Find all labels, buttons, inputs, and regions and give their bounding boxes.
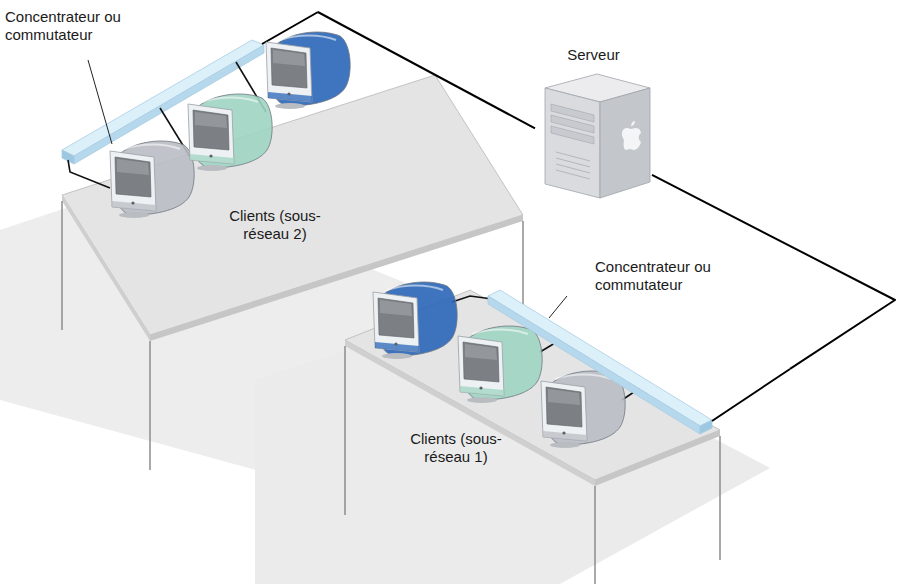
floor-shadow xyxy=(255,310,770,584)
apple-logo xyxy=(622,121,641,150)
network-cable xyxy=(262,12,318,44)
node-label: Concentrateur ou commutateur xyxy=(595,258,711,294)
server-tower-outline xyxy=(535,42,652,202)
node-label: Concentrateur ou commutateur xyxy=(5,8,121,44)
switch-bar: Concentrateur ou commutateur xyxy=(486,255,790,440)
leader-line xyxy=(88,60,112,144)
table-edge xyxy=(595,430,720,486)
node-label: Clients (sous-réseau 1) xyxy=(396,430,516,466)
table-edge xyxy=(345,340,595,486)
table-top xyxy=(345,290,720,480)
switch-end xyxy=(62,150,74,164)
switch-front xyxy=(74,45,264,164)
node-label: Serveur xyxy=(535,46,652,64)
network-cable xyxy=(712,369,790,421)
tower-grille xyxy=(556,152,590,179)
leader-line xyxy=(549,296,567,318)
drive-bay xyxy=(551,126,594,144)
switch-top xyxy=(62,40,264,156)
table-leg xyxy=(345,346,720,584)
table-edge xyxy=(62,195,150,341)
node-label: Clients (sous-réseau 2) xyxy=(215,207,335,243)
tower-front xyxy=(545,88,600,198)
client-computer xyxy=(266,32,350,109)
server-tower: Serveur xyxy=(535,42,652,202)
table-leg xyxy=(62,201,523,470)
table-top xyxy=(62,75,523,335)
tower-side xyxy=(600,88,650,198)
